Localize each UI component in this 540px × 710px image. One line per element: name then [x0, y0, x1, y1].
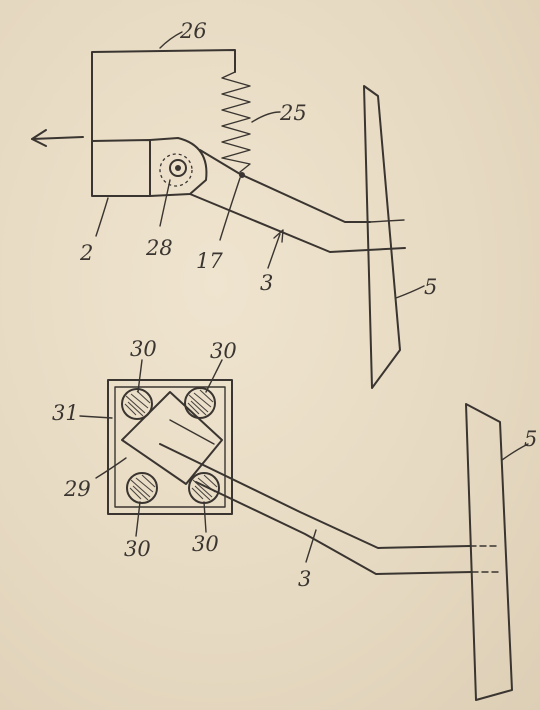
label-pedal-arm-top: 3 — [260, 271, 273, 295]
label-pedal-arm-bottom: 3 — [298, 567, 311, 591]
label-roller-br: 30 — [192, 532, 219, 556]
spring — [221, 71, 251, 173]
label-housing: 2 — [79, 241, 93, 265]
direction-arrow — [31, 129, 84, 147]
top-figure: 26 25 2 28 17 3 5 — [31, 19, 437, 389]
hub — [121, 391, 223, 485]
housing — [91, 139, 151, 197]
bottom-figure: 31 29 30 30 30 30 3 5 — [52, 337, 537, 701]
label-spring: 25 — [279, 101, 307, 125]
label-spring-anchor: 17 — [196, 249, 223, 273]
label-roller-bl: 30 — [124, 537, 151, 561]
label-pedal-plate-top: 5 — [424, 275, 437, 299]
frame-outer — [107, 379, 233, 515]
pivot-pin — [169, 159, 187, 177]
pivot-dashed-ring — [159, 153, 193, 187]
label-bracket: 26 — [179, 19, 207, 43]
roller-bottom-left — [126, 472, 158, 504]
label-roller-tr: 30 — [210, 339, 237, 363]
pedal-plate-top — [363, 85, 401, 389]
roller-bottom-right — [188, 472, 220, 504]
label-roller-tl: 30 — [130, 337, 157, 361]
pedal-plate-bottom — [465, 403, 513, 701]
bracket — [91, 49, 236, 141]
label-frame: 31 — [52, 401, 79, 425]
roller-top-right — [184, 387, 216, 419]
pedal-arm-bottom — [159, 443, 471, 549]
roller-top-left — [121, 388, 153, 420]
pivot-block — [149, 137, 208, 197]
label-pedal-plate-bottom: 5 — [524, 427, 537, 451]
label-pivot: 28 — [145, 236, 173, 260]
label-hub: 29 — [63, 477, 91, 501]
pedal-arm-top — [199, 149, 371, 223]
